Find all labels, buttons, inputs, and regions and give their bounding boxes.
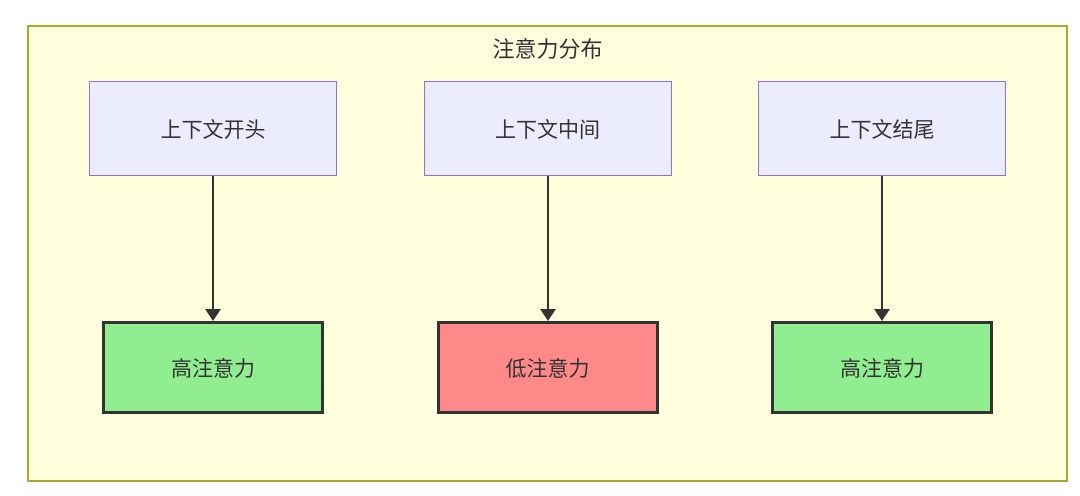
arrow-start-to-high [203, 176, 223, 321]
node-high-attention-1: 高注意力 [102, 321, 324, 414]
arrowhead-icon [874, 309, 890, 321]
arrowhead-icon [539, 309, 556, 321]
arrow-shaft [212, 176, 214, 309]
flow-column-context-middle: 上下文中间 低注意力 [423, 81, 672, 414]
arrowhead-icon [205, 309, 221, 321]
arrow-middle-to-low [538, 176, 558, 321]
flow-column-context-start: 上下文开头 高注意力 [89, 81, 337, 414]
diagram-frame: 注意力分布 上下文开头 高注意力 上下文中间 低注意力 上下文结尾 [27, 25, 1068, 482]
flow-columns: 上下文开头 高注意力 上下文中间 低注意力 上下文结尾 [29, 65, 1066, 480]
node-context-middle: 上下文中间 [423, 81, 672, 176]
node-high-attention-2: 高注意力 [771, 321, 993, 414]
arrow-end-to-high [872, 176, 892, 321]
arrow-shaft [881, 176, 883, 309]
diagram-title: 注意力分布 [492, 38, 603, 63]
node-low-attention: 低注意力 [436, 321, 659, 414]
flow-column-context-end: 上下文结尾 高注意力 [758, 81, 1006, 414]
node-context-start: 上下文开头 [89, 81, 337, 176]
node-context-end: 上下文结尾 [758, 81, 1006, 176]
arrow-shaft [546, 176, 549, 309]
